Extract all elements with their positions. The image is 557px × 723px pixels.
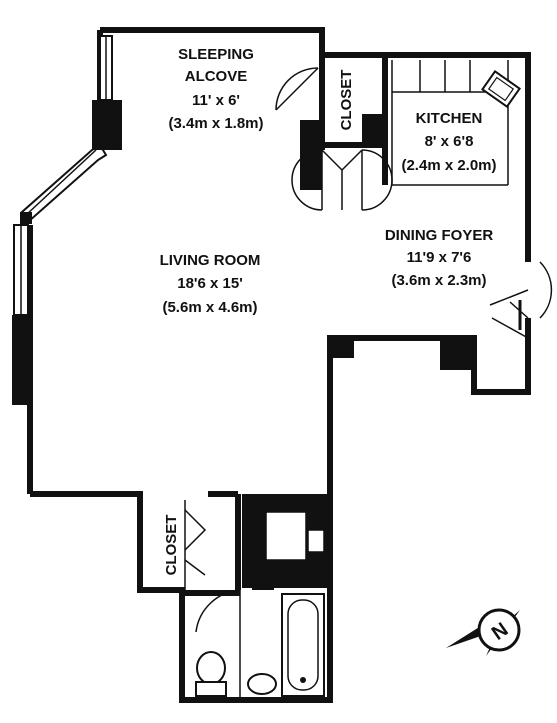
bathroom-sink-icon — [247, 673, 277, 695]
dining-foyer-name: DINING FOYER — [385, 227, 494, 244]
sleeping-alcove-metric: (3.4m x 1.8m) — [168, 115, 263, 132]
bay-window — [12, 35, 122, 405]
toilet-icon — [195, 651, 227, 697]
dining-foyer-dims: 11'9 x 7'6 — [407, 249, 472, 266]
kitchen-metric: (2.4m x 2.0m) — [401, 157, 496, 174]
sleeping-alcove-name-2: ALCOVE — [185, 68, 248, 85]
bathroom — [195, 494, 330, 700]
lower-closet-label: CLOSET — [163, 515, 180, 576]
upper-closet-label: CLOSET — [338, 70, 355, 131]
kitchen-area — [382, 55, 521, 186]
kitchen-name: KITCHEN — [416, 110, 483, 127]
sleeping-alcove-name-1: SLEEPING — [178, 46, 254, 63]
kitchen-dims: 8' x 6'8 — [425, 133, 474, 150]
living-room-metric: (5.6m x 4.6m) — [162, 299, 257, 316]
lower-closet — [137, 491, 241, 596]
alcove-closet — [275, 55, 393, 211]
compass-icon: N — [446, 608, 521, 656]
sink-icon — [481, 69, 521, 109]
dining-foyer-metric: (3.6m x 2.3m) — [391, 272, 486, 289]
entry-door — [330, 261, 553, 370]
living-room-name: LIVING ROOM — [160, 252, 261, 269]
living-room-dims: 18'6 x 15' — [177, 275, 243, 292]
sleeping-alcove-dims: 11' x 6' — [192, 92, 240, 109]
bathtub-icon — [281, 593, 325, 697]
